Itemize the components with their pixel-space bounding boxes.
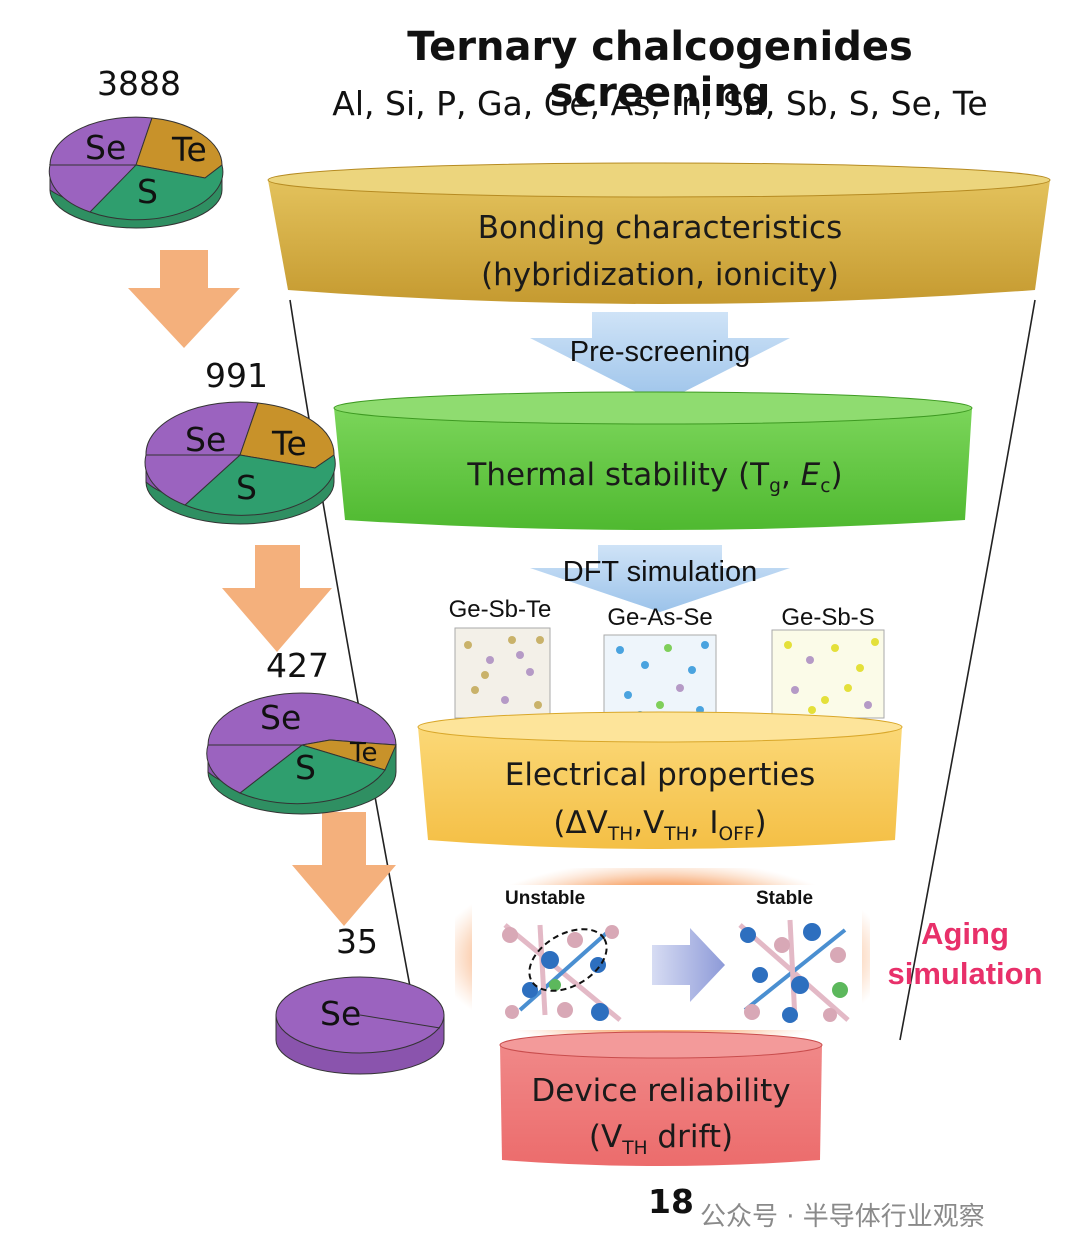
funnel-left-edge xyxy=(289,299,421,1041)
unstable-label: Unstable xyxy=(505,888,586,909)
watermark: 公众号 · 半导体行业观察 xyxy=(700,1202,985,1232)
count-18: 18 xyxy=(648,1182,694,1221)
structure-label-ge-sb-te: Ge-Sb-Te xyxy=(448,596,552,623)
thermal-label: Thermal stability (Tg, Ec) xyxy=(467,457,843,498)
element-list: Al, Si, P, Ga, Ge, As, In, Sn, Sb, S, Se… xyxy=(332,84,988,123)
down-arrow-1 xyxy=(128,250,240,348)
pie2-label-s: S xyxy=(236,468,257,507)
dft-arrow xyxy=(530,545,790,612)
pie1-label-s: S xyxy=(137,172,158,211)
down-arrow-2 xyxy=(222,545,332,652)
electrical-line2: (ΔVTH,VTH, IOFF) xyxy=(553,805,767,846)
count-3888: 3888 xyxy=(97,64,181,103)
pie3-label-se: Se xyxy=(260,698,302,737)
stable-structure xyxy=(738,919,850,1023)
device-line2: (VTH drift) xyxy=(588,1119,734,1160)
pie2-label-se: Se xyxy=(185,420,227,459)
bonding-line2: (hybridization, ionicity) xyxy=(481,257,839,293)
pie3-label-s: S xyxy=(295,748,316,787)
aging-arrow xyxy=(652,928,725,1002)
count-427: 427 xyxy=(266,646,329,685)
device-line1: Device reliability xyxy=(531,1073,791,1109)
down-arrow-3 xyxy=(292,812,396,926)
pie3-label-te: Te xyxy=(350,738,378,768)
band-thermal xyxy=(333,391,973,530)
pie4-label-se: Se xyxy=(320,994,362,1033)
funnel-right-edge xyxy=(899,299,1036,1041)
dft-label: DFT simulation xyxy=(562,556,758,588)
pre-screening-arrow xyxy=(530,312,790,404)
aging-label: Aging simulation xyxy=(887,916,1043,991)
pie1-label-se: Se xyxy=(85,128,127,167)
pie-991 xyxy=(144,401,336,525)
unstable-structure xyxy=(502,923,622,1022)
pie-427 xyxy=(206,692,397,815)
stable-label: Stable xyxy=(756,888,814,909)
structure-label-ge-sb-s: Ge-Sb-S xyxy=(781,604,875,631)
pie1-label-te: Te xyxy=(172,130,207,169)
pie2-label-te: Te xyxy=(272,424,307,463)
structure-ge-sb-te xyxy=(454,627,551,719)
structure-ge-sb-s xyxy=(771,629,885,719)
page-title: Ternary chalcogenides screening xyxy=(407,24,913,116)
pie-35 xyxy=(275,976,445,1075)
bonding-line1: Bonding characteristics xyxy=(477,210,843,246)
structure-label-ge-as-se: Ge-As-Se xyxy=(607,604,713,631)
electrical-line1: Electrical properties xyxy=(504,757,816,793)
band-bonding xyxy=(267,162,1051,304)
band-electrical xyxy=(417,711,903,849)
count-991: 991 xyxy=(205,356,268,395)
band-device xyxy=(499,1031,823,1166)
count-35: 35 xyxy=(336,922,378,961)
pie-3888 xyxy=(48,116,224,229)
pre-screening-label: Pre-screening xyxy=(569,336,751,368)
